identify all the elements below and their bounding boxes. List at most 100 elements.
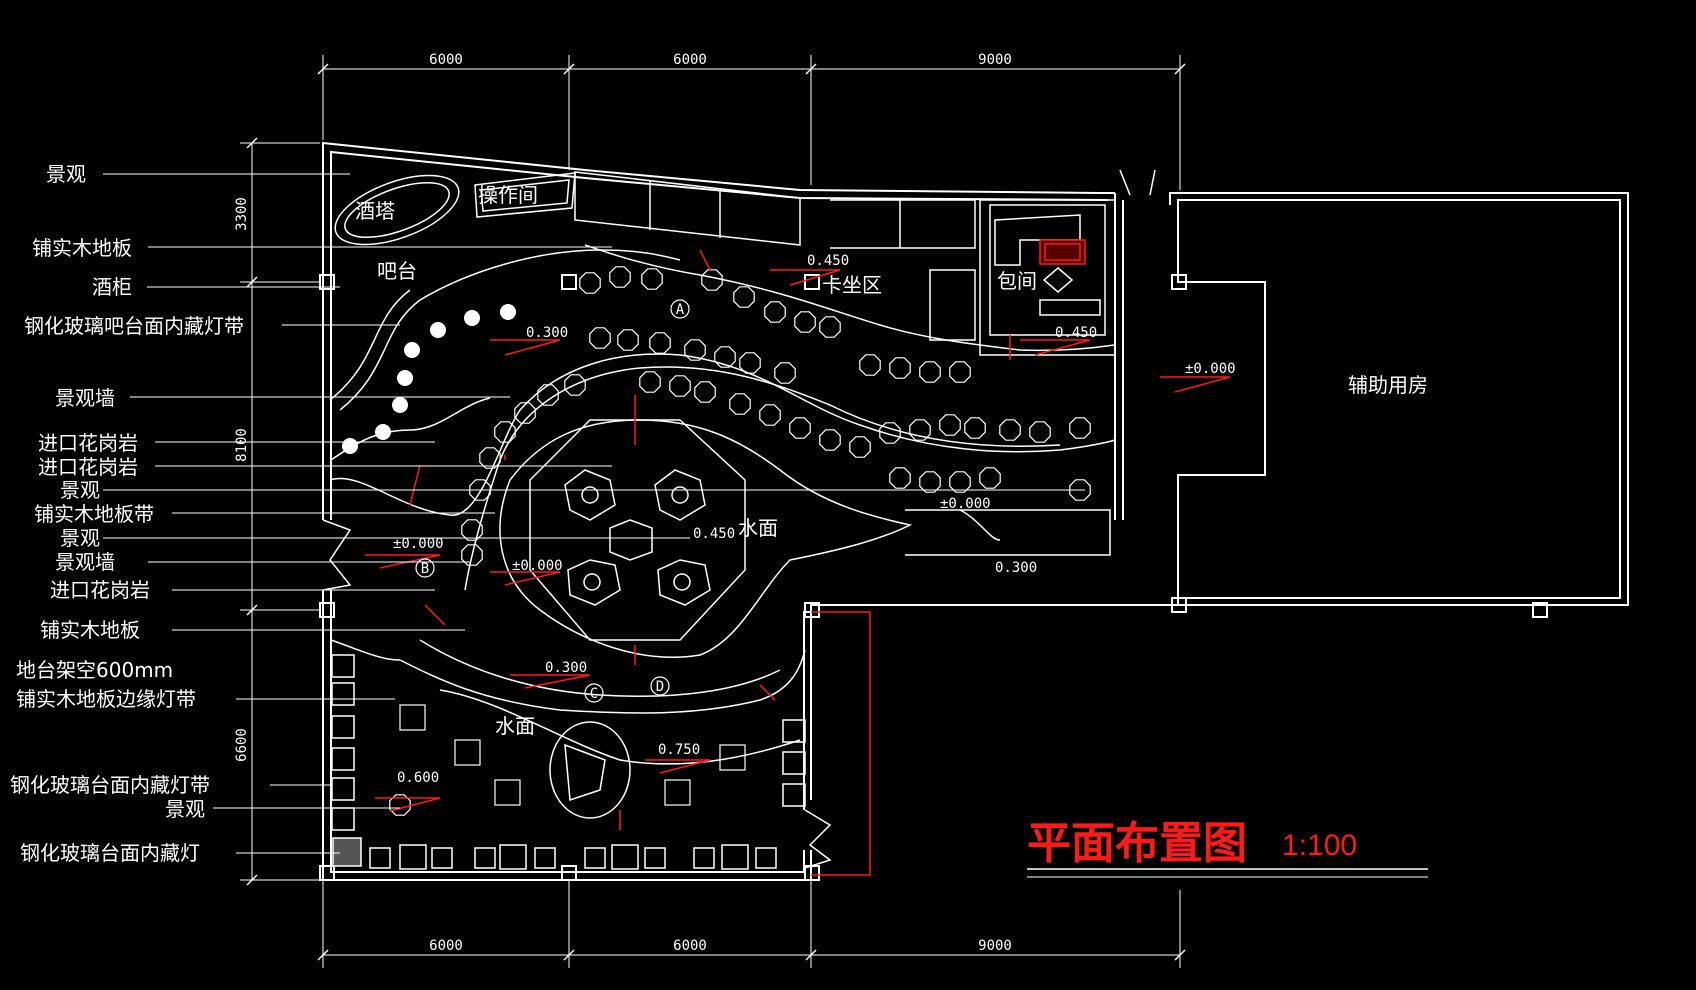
dim-left-3: 6600	[234, 728, 250, 762]
section-mark-d: D	[656, 679, 664, 695]
stool	[759, 404, 781, 426]
stool	[389, 794, 411, 816]
level-value-3: 0.450	[1055, 325, 1097, 341]
stool	[919, 361, 941, 383]
callout-landscape-wall-1: 景观墙	[55, 386, 115, 410]
stool	[461, 519, 483, 541]
dim-left-2: 8100	[234, 428, 250, 462]
stool	[774, 362, 796, 384]
stool	[1069, 479, 1091, 501]
interior	[322, 169, 1156, 870]
level-markers	[365, 269, 1231, 812]
dim-top-2: 6000	[673, 52, 707, 68]
stool	[739, 352, 761, 374]
stools	[389, 266, 1091, 816]
stool	[649, 332, 671, 354]
level-value-8: ±0.000	[512, 558, 563, 574]
dim-top-1: 6000	[429, 52, 463, 68]
room-water-1: 水面	[738, 516, 778, 540]
dimension-ticks	[246, 63, 1186, 961]
stool	[579, 272, 601, 294]
stool	[909, 419, 931, 441]
leader-lines	[103, 173, 1085, 854]
stool	[849, 436, 871, 458]
level-value-2: 0.300	[526, 325, 568, 341]
callout-landscape-wall-2: 景观墙	[55, 550, 115, 574]
stool	[764, 301, 786, 323]
stool	[1069, 417, 1091, 439]
callout-landscape-4: 景观	[165, 797, 205, 821]
dim-top-3: 9000	[978, 52, 1012, 68]
callout-granite-3: 进口花岗岩	[50, 578, 150, 602]
stool	[609, 266, 631, 288]
stool	[669, 375, 691, 397]
stool	[879, 422, 901, 444]
dim-left-1: 3300	[234, 197, 250, 231]
room-water-2: 水面	[495, 714, 535, 738]
stool	[701, 269, 723, 291]
room-booth: 卡坐区	[822, 273, 882, 297]
level-value-4: ±0.000	[1185, 361, 1236, 377]
stool	[964, 417, 986, 439]
stool	[537, 384, 559, 406]
stool	[949, 361, 971, 383]
stool	[819, 429, 841, 451]
stool	[733, 286, 755, 308]
room-private: 包间	[997, 269, 1037, 293]
stool	[461, 544, 483, 566]
drawing-scale: 1:100	[1282, 829, 1357, 862]
dining-sets	[399, 704, 746, 806]
stool	[729, 393, 751, 415]
stool	[794, 311, 816, 333]
callout-landscape-1: 景观	[46, 162, 86, 186]
stool	[789, 417, 811, 439]
stool	[469, 479, 491, 501]
callout-glass-bar-light: 钢化玻璃吧台面内藏灯带	[24, 314, 244, 338]
level-value-5: ±0.000	[940, 496, 991, 512]
level-value-1: 0.450	[807, 253, 849, 269]
level-value-11: 0.750	[658, 742, 700, 758]
boundary-red	[811, 611, 871, 876]
callout-landscape-3: 景观	[60, 526, 100, 550]
level-value-9: 0.300	[995, 560, 1037, 576]
stool	[514, 402, 536, 424]
stool	[939, 414, 961, 436]
stool	[479, 447, 501, 469]
stool	[949, 471, 971, 493]
level-value-12: 0.600	[397, 770, 439, 786]
callout-wood-floor-2: 铺实木地板	[40, 618, 140, 642]
section-mark-c: C	[590, 686, 598, 702]
room-auxiliary: 辅助用房	[1348, 373, 1428, 397]
stool	[694, 381, 716, 403]
stool	[859, 354, 881, 376]
level-value-10: 0.300	[545, 660, 587, 676]
callout-glass-table-light: 钢化玻璃台面内藏灯	[20, 841, 200, 865]
callout-wine-cabinet: 酒柜	[92, 275, 132, 299]
stool	[564, 374, 586, 396]
stool	[979, 467, 1001, 489]
room-wine-tower: 酒塔	[355, 199, 395, 223]
section-mark-a: A	[676, 302, 685, 318]
callout-raised-platform: 地台架空600mm	[16, 658, 173, 682]
dim-bottom-2: 6000	[673, 938, 707, 954]
callout-wood-floor-1: 铺实木地板	[32, 236, 132, 260]
stool	[641, 268, 663, 290]
section-markers	[415, 299, 690, 703]
section-mark-b: B	[421, 561, 429, 577]
level-value-6: 0.450	[693, 526, 735, 542]
callout-glass-table-strip: 钢化玻璃台面内藏灯带	[10, 773, 210, 797]
stool	[617, 329, 639, 351]
stool	[919, 471, 941, 493]
stool	[589, 327, 611, 349]
callout-granite-1: 进口花岗岩	[38, 431, 138, 455]
level-arrows	[409, 249, 1011, 830]
stool	[684, 339, 706, 361]
stool	[639, 371, 661, 393]
stool	[714, 346, 736, 368]
drawing-title: 平面布置图	[1027, 818, 1247, 869]
dim-bottom-3: 9000	[978, 938, 1012, 954]
stool	[819, 316, 841, 338]
dim-bottom-1: 6000	[429, 938, 463, 954]
dimension-lines	[240, 55, 1181, 968]
